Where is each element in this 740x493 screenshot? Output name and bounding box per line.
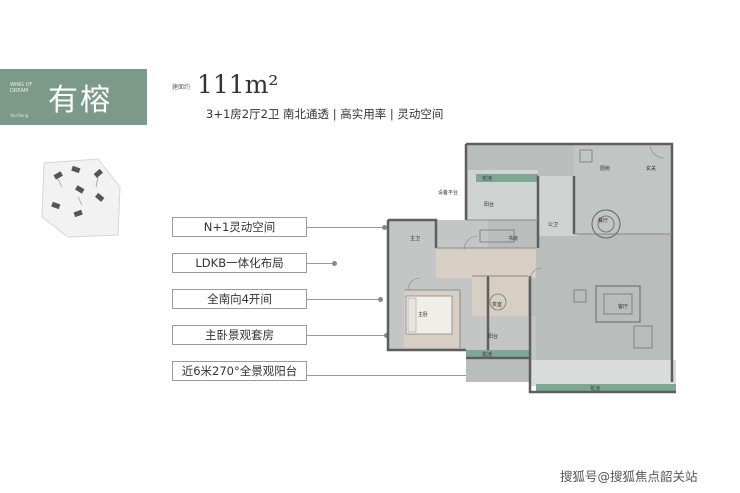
feature-list: N+1灵动空间 LDKB一体化布局 全南向4开间 主卧景观套房 近6米270°全… xyxy=(172,217,307,397)
layout-summary: 3+1房2厅2卫 南北通透 | 高实用率 | 灵动空间 xyxy=(206,107,444,121)
room-label: 设备平台 xyxy=(438,189,458,196)
room-label: 餐厅 xyxy=(598,217,608,224)
brand-banner: WING OF DREAM 有榕 You Rong xyxy=(0,69,147,125)
room-label: 花池 xyxy=(590,385,600,392)
room-label: 主卧 xyxy=(418,311,428,318)
floor-plan: 花池 设备平台 阳台 公卫 厨房 玄关 主卫 书房 餐厅 茶室 客厅 主卧 阳台… xyxy=(386,142,676,394)
feature-item: N+1灵动空间 xyxy=(172,217,307,237)
room-label: 花池 xyxy=(482,351,492,358)
feature-connector xyxy=(307,261,337,266)
room-label: 公卫 xyxy=(548,222,558,228)
area-label: 建面约 xyxy=(172,84,191,91)
site-plan-icon xyxy=(41,158,121,238)
room-label: 书房 xyxy=(508,235,518,242)
feature-item: LDKB一体化布局 xyxy=(172,253,307,273)
brand-english-text: WING OF DREAM xyxy=(10,82,33,94)
brand-title: 有榕 xyxy=(48,83,112,118)
feature-item: 近6米270°全景观阳台 xyxy=(172,361,307,381)
feature-connector xyxy=(307,333,389,338)
feature-connector xyxy=(307,297,383,302)
room-label: 阳台 xyxy=(484,201,494,208)
room-label: 玄关 xyxy=(646,165,656,172)
room-label: 厨房 xyxy=(600,165,610,172)
area-value: 111m² xyxy=(197,70,279,99)
room-label: 阳台 xyxy=(488,333,498,340)
room-label: 客厅 xyxy=(618,303,628,310)
brand-tiny-text: You Rong xyxy=(10,113,29,118)
feature-connector xyxy=(307,225,387,230)
watermark: 搜狐号@搜狐焦点韶关站 xyxy=(560,469,698,484)
feature-item: 全南向4开间 xyxy=(172,289,307,309)
room-label: 主卫 xyxy=(410,235,420,242)
feature-item: 主卧景观套房 xyxy=(172,325,307,345)
room-label: 花池 xyxy=(482,175,492,182)
room-label: 茶室 xyxy=(492,301,502,308)
